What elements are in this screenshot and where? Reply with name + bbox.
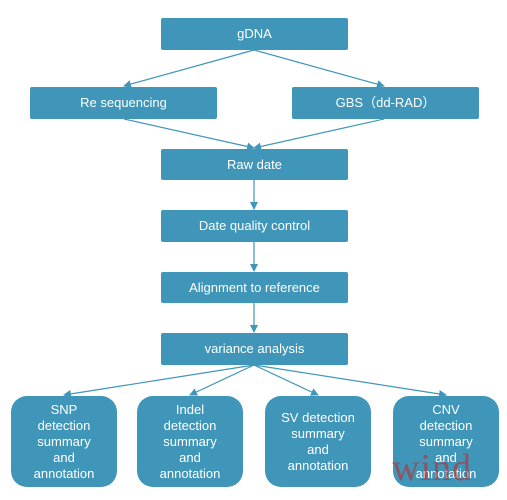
node-alignment-to-reference: Alignment to reference [161,272,348,303]
arrow-variance-to-indel [189,364,255,396]
leaf-cnv-detection: CNV detection summary and annotation [393,396,499,487]
node-gdna: gDNA [161,18,348,50]
leaf-sv-detection: SV detection summary and annotation [265,396,371,487]
node-variance-analysis: variance analysis [161,333,348,365]
arrow-gdna-to-reseq [123,49,255,88]
arrow-reseq-to-raw [123,118,255,151]
wind-watermark-logo: wind [392,447,472,489]
arrow-gdna-to-gbs [253,49,385,88]
leaf-indel-detection: Indel detection summary and annotation [137,396,243,487]
node-re-sequencing: Re sequencing [30,87,217,119]
arrow-variance-to-sv [253,364,319,396]
arrow-variance-to-snp [63,364,255,398]
leaf-snp-detection: SNP detection summary and annotation [11,396,117,487]
node-raw-date: Raw date [161,149,348,180]
arrow-variance-to-cnv [253,364,447,398]
arrow-gbs-to-raw [253,118,385,151]
node-gbs-dd-rad: GBS（dd-RAD） [292,87,479,119]
node-date-quality-control: Date quality control [161,210,348,242]
